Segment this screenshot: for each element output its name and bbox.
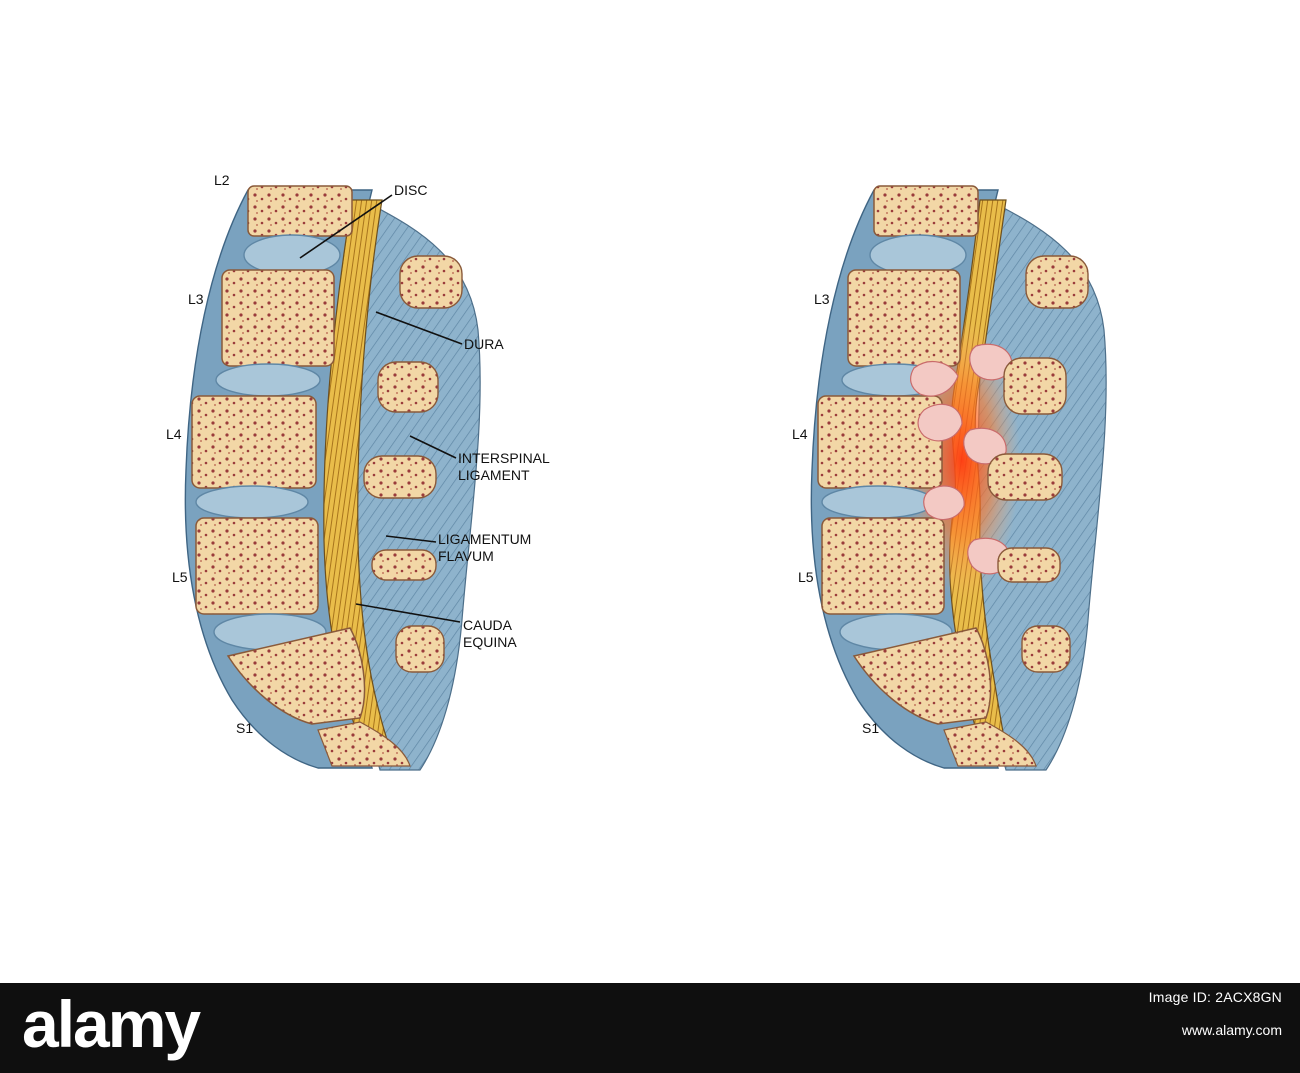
spinous-process-4 <box>371 549 437 581</box>
callout-cauda-2: EQUINA <box>463 634 517 650</box>
vertebra-label-l3: L3 <box>188 291 204 307</box>
vertebral-body-l2-stenosis <box>873 185 979 237</box>
callout-flavum-1: LIGAMENTUM <box>438 531 531 547</box>
disc-l4-l5-stenosis <box>821 485 935 519</box>
callout-interspinal-2: LIGAMENT <box>458 467 530 483</box>
vertebral-body-l3-stenosis <box>847 269 961 367</box>
callout-flavum-2: FLAVUM <box>438 548 494 564</box>
spine-illustration: L2 L3 L4 L5 S1 DISC DURA INTERSPINAL LIG… <box>166 172 1107 771</box>
vertebra-label-l4-stenosis: L4 <box>792 426 808 442</box>
bone-spur-1 <box>910 360 959 397</box>
leader-flavum <box>385 535 437 543</box>
spinous-process-3 <box>363 455 437 499</box>
disc-l4-l5 <box>195 485 309 519</box>
spinous-process-1-stenosis <box>1025 255 1089 309</box>
stenosis-spine-section: L3 L4 L5 S1 <box>792 185 1107 771</box>
svg-text:alamy: alamy <box>22 995 201 1061</box>
callout-cauda-1: CAUDA <box>463 617 513 633</box>
sacrum-lower <box>317 721 411 767</box>
callout-dura: DURA <box>464 336 504 352</box>
disc-l2-l3-stenosis <box>869 234 967 276</box>
vertebra-label-s1-stenosis: S1 <box>862 720 879 736</box>
image-id: Image ID: 2ACX8GN <box>1148 989 1282 1005</box>
vertebra-label-l4: L4 <box>166 426 182 442</box>
spinous-process-4-stenosis <box>997 547 1061 583</box>
sacrum-s1 <box>226 627 366 725</box>
normal-spine-section: L2 L3 L4 L5 S1 DISC DURA INTERSPINAL LIG… <box>166 172 550 771</box>
watermark-footer: alamy Image ID: 2ACX8GN www.alamy.com <box>0 983 1300 1073</box>
leader-interspinal <box>409 435 457 459</box>
alamy-logo: alamy <box>22 995 203 1061</box>
vertebra-label-l5-stenosis: L5 <box>798 569 814 585</box>
callout-disc: DISC <box>394 182 427 198</box>
bone-spur-3 <box>923 485 965 521</box>
vertebra-label-l3-stenosis: L3 <box>814 291 830 307</box>
leader-disc <box>299 194 393 259</box>
vertebral-body-l2 <box>247 185 353 237</box>
callout-interspinal-1: INTERSPINAL <box>458 450 550 466</box>
spinous-process-3-stenosis <box>987 453 1063 501</box>
vertebral-body-l5 <box>195 517 319 615</box>
vertebral-body-l3 <box>221 269 335 367</box>
spinous-process-2-stenosis <box>1003 357 1067 415</box>
bone-spur-5 <box>963 427 1007 465</box>
spinous-process-2 <box>377 361 439 413</box>
leader-dura <box>375 311 463 345</box>
vertebra-label-l2: L2 <box>214 172 230 188</box>
vertebra-label-s1: S1 <box>236 720 253 736</box>
disc-l3-l4 <box>215 363 321 397</box>
leader-cauda <box>355 603 461 623</box>
sacrum-s1-stenosis <box>852 627 992 725</box>
bone-spur-4 <box>969 343 1013 381</box>
vertebral-body-l4 <box>191 395 317 489</box>
bone-spur-2 <box>917 403 963 442</box>
spinous-process-5 <box>395 625 445 673</box>
spinous-process-5-stenosis <box>1021 625 1071 673</box>
vertebra-label-l5: L5 <box>172 569 188 585</box>
vertebral-body-l5-stenosis <box>821 517 945 615</box>
sacrum-lower-stenosis <box>943 721 1037 767</box>
spinous-process-1 <box>399 255 463 309</box>
site-url[interactable]: www.alamy.com <box>1181 1022 1282 1038</box>
